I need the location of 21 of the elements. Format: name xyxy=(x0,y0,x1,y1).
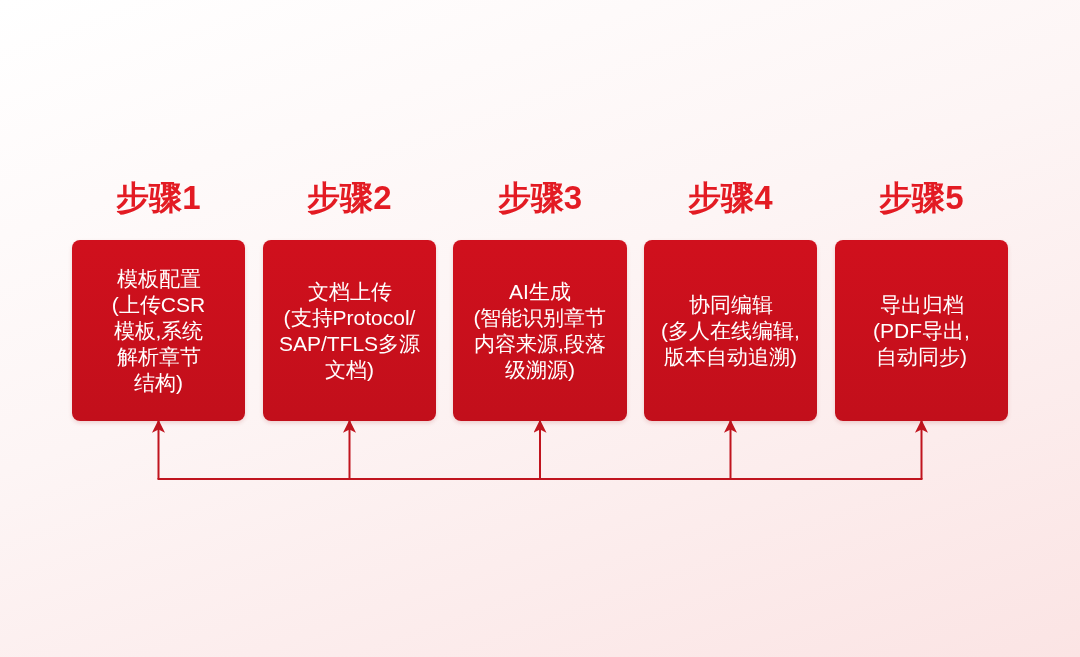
step-heading: 步骤5 xyxy=(879,178,964,218)
arrow xyxy=(915,419,928,480)
connector-line xyxy=(156,478,924,480)
step-heading: 步骤3 xyxy=(497,178,583,218)
arrow xyxy=(152,419,165,480)
arrow xyxy=(724,419,737,480)
step-description: (上传CSR模板,系统解析章节结构) xyxy=(110,291,207,396)
step-title: 协同编辑 xyxy=(688,291,773,318)
arrow xyxy=(343,419,356,480)
step-description: (PDF导出,自动同步) xyxy=(872,317,971,370)
arrow xyxy=(533,419,547,480)
step-description: (智能识别章节内容来源,段落级溯源) xyxy=(472,304,608,383)
step-heading: 步骤4 xyxy=(688,178,773,218)
step-heading: 步骤1 xyxy=(116,178,201,218)
step-title: 文档上传 xyxy=(307,278,392,305)
step-title: AI生成 xyxy=(509,278,571,305)
step-title: 模板配置 xyxy=(116,265,201,292)
step-description: (多人在线编辑,版本自动追溯) xyxy=(660,317,801,370)
step-heading: 步骤2 xyxy=(307,178,392,218)
step-description: (支持Protocol/SAP/TFLS多源文档) xyxy=(277,304,422,383)
step-title: 导出归档 xyxy=(879,291,964,318)
